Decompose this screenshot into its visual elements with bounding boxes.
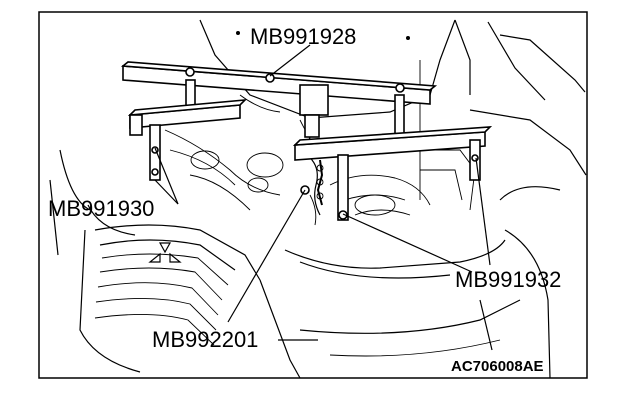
label-mb992201: MB992201 xyxy=(152,327,258,352)
arm-mb991932 xyxy=(292,126,493,221)
label-mb991928: MB991928 xyxy=(250,24,356,49)
label-mb991932: MB991932 xyxy=(455,267,561,292)
figure-frame xyxy=(38,11,588,379)
label-mb991930: MB991930 xyxy=(48,196,154,221)
leader-lines xyxy=(154,44,493,351)
crossbar-mb991928 xyxy=(120,61,438,216)
figure-code: AC706008AE xyxy=(451,358,544,375)
